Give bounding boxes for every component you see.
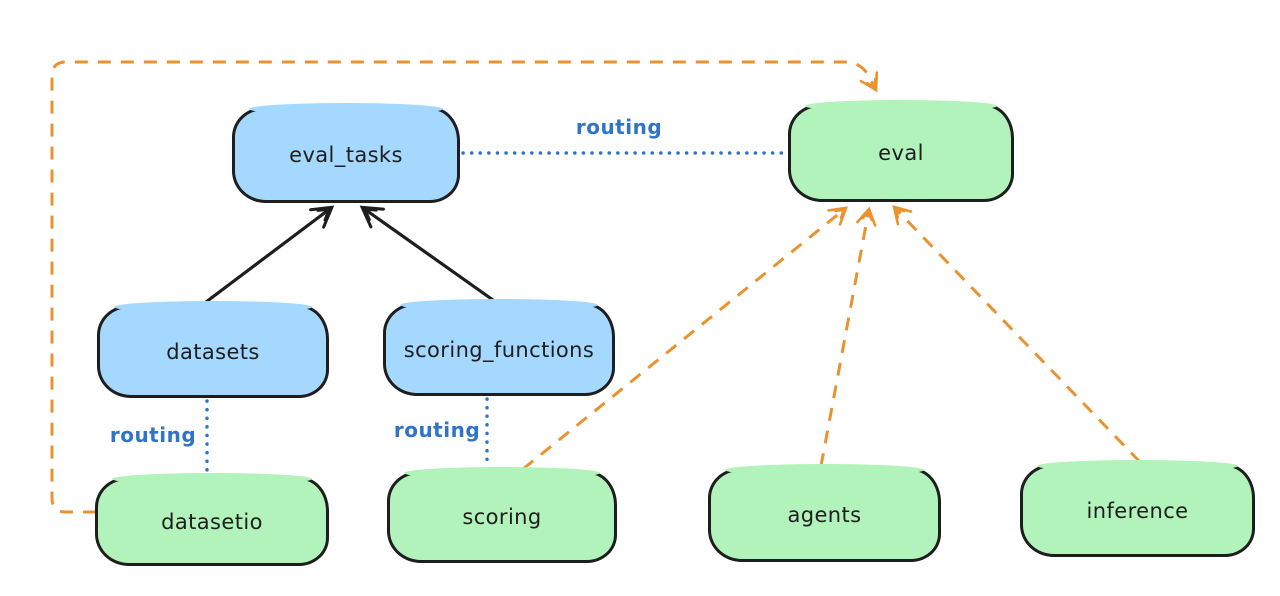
routing-label-datasets-datasetio: routing <box>109 423 197 447</box>
node-eval-tasks[interactable]: eval_tasks <box>232 103 460 203</box>
node-datasetio-label: datasetio <box>161 509 263 534</box>
node-datasets-label: datasets <box>166 339 260 364</box>
edge-scoring-eval[interactable] <box>522 206 848 471</box>
node-eval-label: eval <box>878 141 924 165</box>
node-inference-label: inference <box>1086 498 1189 523</box>
node-agents-label: agents <box>787 503 862 527</box>
routing-label-eval-tasks-eval: routing <box>575 115 663 139</box>
node-eval-tasks-label: eval_tasks <box>289 143 403 167</box>
node-inference[interactable]: inference <box>1020 460 1255 557</box>
node-scoring-label: scoring <box>462 505 542 529</box>
edge-agents-eval[interactable] <box>819 206 877 467</box>
edge-datasets-eval-tasks[interactable] <box>205 205 335 304</box>
node-datasets[interactable]: datasets <box>97 301 329 398</box>
edge-scoring-functions-eval-tasks[interactable] <box>359 205 494 302</box>
edge-inference-eval[interactable] <box>892 205 1142 464</box>
routing-label-scoring-functions-scoring: routing <box>393 418 481 442</box>
edge-datasetio-eval[interactable] <box>50 60 879 514</box>
node-agents[interactable]: agents <box>708 464 941 562</box>
node-scoring-functions[interactable]: scoring_functions <box>383 299 615 396</box>
node-datasetio[interactable]: datasetio <box>95 473 329 566</box>
node-eval[interactable]: eval <box>788 100 1014 202</box>
node-scoring[interactable]: scoring <box>387 467 617 563</box>
node-scoring-functions-label: scoring_functions <box>403 337 595 362</box>
